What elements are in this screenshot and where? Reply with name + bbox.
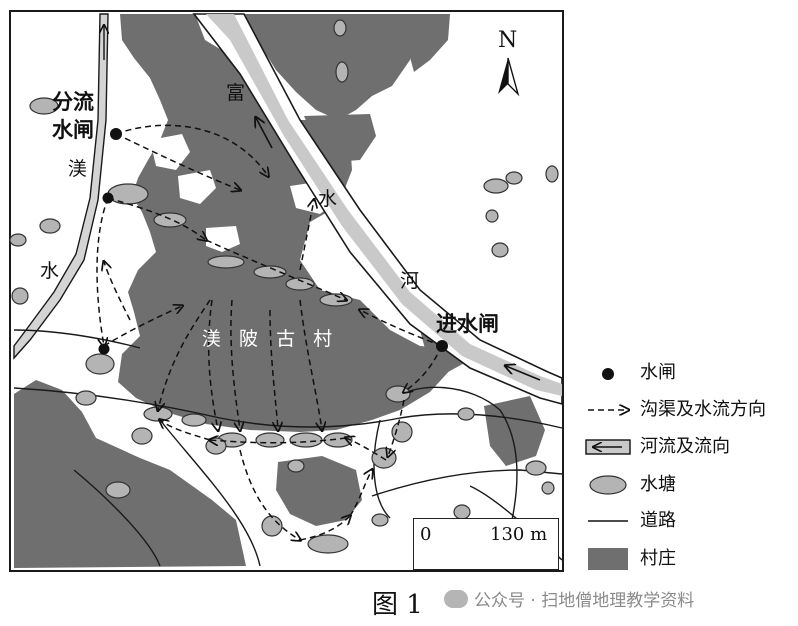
pond bbox=[253, 265, 287, 279]
pond bbox=[85, 353, 115, 375]
pond bbox=[453, 504, 471, 520]
pond bbox=[261, 515, 283, 537]
pond bbox=[131, 427, 153, 445]
pond bbox=[9, 233, 27, 247]
village-main bbox=[118, 14, 452, 432]
village-southwest bbox=[14, 380, 246, 568]
legend-village-swatch bbox=[588, 548, 628, 570]
pond bbox=[541, 481, 555, 495]
gate-dot-upper bbox=[102, 192, 114, 204]
pond bbox=[75, 390, 97, 406]
roads bbox=[13, 329, 563, 567]
pond bbox=[491, 242, 509, 258]
village-south-center bbox=[276, 456, 362, 526]
diversion-gate-label-line2: 水闸 bbox=[52, 118, 94, 142]
pond bbox=[385, 385, 411, 403]
inlet-gate-dot bbox=[436, 340, 448, 352]
figure-caption: 图 1 bbox=[372, 590, 423, 620]
pond bbox=[285, 277, 315, 291]
scale-box bbox=[413, 518, 559, 570]
legend-label-gate: 水闸 bbox=[640, 362, 676, 383]
pond bbox=[545, 165, 559, 183]
gate-dot-lower bbox=[98, 343, 110, 355]
river-flow-arrow-1 bbox=[256, 118, 273, 149]
diversion-gate-dot bbox=[110, 128, 122, 140]
legend-label-village: 村庄 bbox=[640, 548, 676, 569]
pond bbox=[255, 432, 285, 448]
pond bbox=[29, 97, 59, 115]
scale-value-label: 130 m bbox=[490, 524, 548, 545]
village-label: 渼 陂 古 村 bbox=[202, 328, 339, 350]
legend-label-road: 道路 bbox=[640, 510, 676, 531]
legend-pond-swatch bbox=[589, 475, 627, 495]
pond bbox=[457, 407, 475, 421]
pond bbox=[371, 513, 389, 527]
pond bbox=[505, 171, 523, 185]
stream-channel bbox=[13, 13, 109, 360]
pond bbox=[485, 209, 499, 223]
ponds bbox=[9, 19, 559, 554]
pond bbox=[323, 432, 353, 448]
diversion-gate-label-line1: 分流 bbox=[52, 90, 94, 114]
wechat-icon bbox=[444, 589, 468, 608]
pond bbox=[525, 460, 547, 476]
river-water bbox=[206, 14, 562, 396]
pond bbox=[11, 287, 29, 305]
legend-label-pond: 水塘 bbox=[640, 474, 676, 495]
legend-gate-dot bbox=[602, 368, 614, 380]
scale-zero-label: 0 bbox=[420, 524, 432, 545]
sluice-gates bbox=[98, 128, 448, 355]
pond bbox=[391, 421, 413, 443]
legend-label-ditch: 沟渠及水流方向 bbox=[640, 399, 766, 420]
pond bbox=[483, 178, 509, 194]
pond bbox=[207, 255, 245, 269]
pond bbox=[335, 61, 349, 83]
village-areas bbox=[14, 14, 545, 568]
ditches bbox=[96, 124, 443, 540]
pond bbox=[287, 459, 305, 473]
pond bbox=[333, 19, 347, 37]
north-arrow-icon bbox=[498, 57, 520, 97]
stream-label-char-2: 水 bbox=[40, 260, 60, 282]
pond bbox=[107, 183, 149, 205]
river-flow-arrow-2 bbox=[506, 366, 541, 381]
river-label-char-3: 河 bbox=[400, 270, 420, 292]
pond bbox=[105, 481, 131, 499]
pond bbox=[181, 413, 207, 427]
village-east-patch bbox=[304, 114, 376, 162]
pond bbox=[289, 432, 323, 448]
watermark: 公众号 · 扫地僧地理教学资料 bbox=[444, 586, 694, 611]
legend-label-river: 河流及流向 bbox=[640, 436, 730, 457]
stream-label-char-1: 渼 bbox=[68, 158, 88, 180]
river-label-char-2: 水 bbox=[318, 188, 338, 210]
river-label-char-1: 富 bbox=[226, 82, 246, 104]
watermark-text: 公众号 · 扫地僧地理教学资料 bbox=[474, 591, 695, 611]
village-east bbox=[484, 396, 545, 466]
inlet-gate-label: 进水闸 bbox=[436, 312, 499, 336]
legend-symbols bbox=[585, 368, 631, 570]
village-north-right bbox=[408, 14, 450, 72]
pond bbox=[39, 218, 61, 234]
village-north bbox=[245, 14, 415, 120]
north-label: N bbox=[498, 28, 518, 53]
pond bbox=[307, 534, 349, 554]
